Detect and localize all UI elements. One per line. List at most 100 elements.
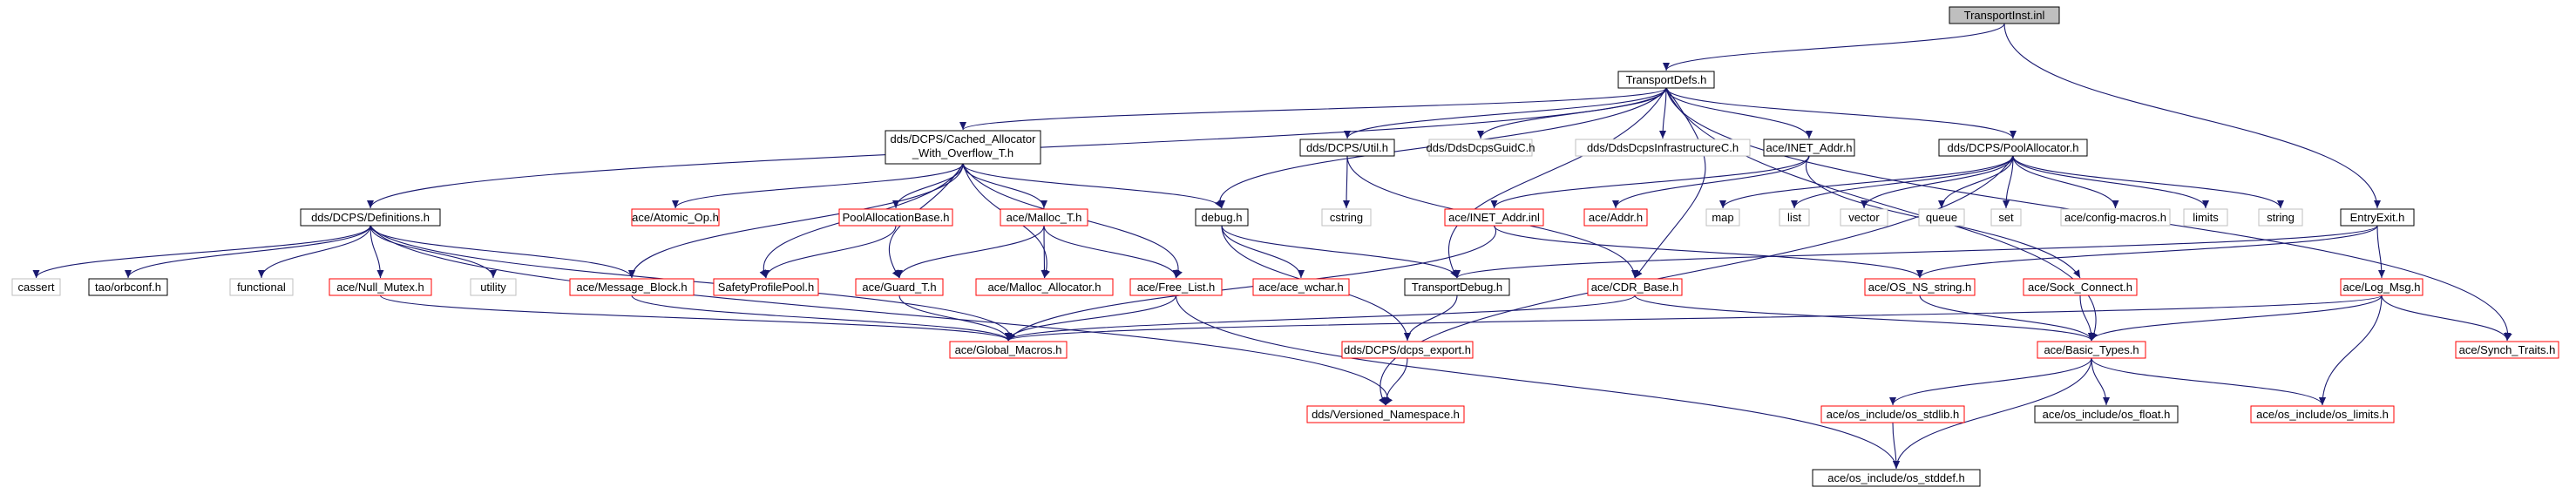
node-aceaddr[interactable]: ace/Addr.h (1583, 208, 1648, 227)
node-root-label: TransportInst.inl (1964, 9, 2045, 22)
node-msgblock-label: ace/Message_Block.h (576, 281, 687, 294)
node-nullmutex[interactable]: ace/Null_Mutex.h (329, 278, 432, 296)
edge-freelist-to-osstddef (1175, 295, 1900, 470)
edge-osstdlib-to-osstddef (1892, 422, 1900, 470)
node-cached[interactable]: dds/DCPS/Cached_Allocator_With_Overflow_… (885, 130, 1041, 165)
node-synchtraits-label: ace/Synch_Traits.h (2459, 343, 2556, 356)
edge-defs-to-poolalloc (1665, 87, 2017, 139)
node-inetaddrinl-box (1444, 208, 1544, 227)
node-orbconf-label: tao/orbconf.h (95, 281, 161, 294)
node-msgblock-box (569, 278, 695, 296)
node-osstdlib[interactable]: ace/os_include/os_stdlib.h (1820, 405, 1965, 423)
node-util[interactable]: dds/DCPS/Util.h (1299, 139, 1395, 157)
edge-debug-to-wchar (1221, 225, 1305, 279)
node-osns[interactable]: ace/OS_NS_string.h (1864, 278, 1976, 296)
edge-poolallocbase-to-safetypool (763, 225, 897, 279)
node-util-label: dds/DCPS/Util.h (1306, 141, 1388, 154)
node-logmsg-box (2340, 278, 2423, 296)
node-guardt-box (855, 278, 944, 296)
node-inetaddr[interactable]: ace/INET_Addr.h (1763, 139, 1855, 157)
node-poolallocbase[interactable]: PoolAllocationBase.h (838, 208, 953, 227)
node-defs-box (1617, 71, 1715, 89)
edge-msgblock-to-globalmacros (631, 295, 1012, 342)
node-inetaddrinl[interactable]: ace/INET_Addr.inl (1444, 208, 1544, 227)
edge-logmsg-to-basictypes (2088, 295, 2383, 342)
node-nullmutex-box (329, 278, 432, 296)
node-entryexit-box (2340, 208, 2415, 227)
edge-poolalloc-to-vector (1861, 155, 2014, 209)
node-mallocalloc[interactable]: ace/Malloc_Allocator.h (975, 278, 1114, 296)
node-map-label: map (1712, 211, 1733, 224)
node-entryexit[interactable]: EntryExit.h (2340, 208, 2415, 227)
node-vector: vector (1840, 208, 1888, 227)
node-basictypes-box (2037, 341, 2146, 359)
edge-malloct-to-mallocalloc (1041, 225, 1048, 279)
node-osstddef-label: ace/os_include/os_stddef.h (1827, 471, 1965, 484)
node-versioned[interactable]: dds/Versioned_Namespace.h (1306, 405, 1465, 423)
node-transportdebug[interactable]: TransportDebug.h (1404, 278, 1510, 296)
node-freelist[interactable]: ace/Free_List.h (1129, 278, 1223, 296)
node-debug[interactable]: debug.h (1195, 208, 1249, 227)
edge-definitions-to-msgblock (369, 225, 635, 279)
edge-definitions-to-orbconf (125, 225, 371, 279)
node-basictypes[interactable]: ace/Basic_Types.h (2037, 341, 2146, 359)
node-poolalloc[interactable]: dds/DCPS/PoolAllocator.h (1938, 139, 2088, 157)
node-nullmutex-label: ace/Null_Mutex.h (336, 281, 424, 294)
node-malloct[interactable]: ace/Malloc_T.h (1000, 208, 1088, 227)
edge-guardt-to-globalmacros (898, 295, 1012, 342)
edge-entryexit-to-osns (1916, 225, 2378, 279)
node-msgblock[interactable]: ace/Message_Block.h (569, 278, 695, 296)
node-definitions[interactable]: dds/DCPS/Definitions.h (300, 208, 441, 227)
node-vector-label: vector (1848, 211, 1880, 224)
node-atomic[interactable]: ace/Atomic_Op.h (631, 208, 720, 227)
node-basictypes-label: ace/Basic_Types.h (2044, 343, 2139, 356)
node-oslimits[interactable]: ace/os_include/os_limits.h (2250, 405, 2395, 423)
edge-malloct-to-freelist (1043, 225, 1180, 279)
edge-freelist-to-globalmacros (1005, 295, 1177, 342)
node-orbconf[interactable]: tao/orbconf.h (88, 278, 168, 296)
node-wchar[interactable]: ace/ace_wchar.h (1252, 278, 1350, 296)
node-sockconnect[interactable]: ace/Sock_Connect.h (2023, 278, 2138, 296)
node-guardt[interactable]: ace/Guard_T.h (855, 278, 944, 296)
node-limits-label: limits (2193, 211, 2219, 224)
node-set: set (1990, 208, 2022, 227)
node-map-box (1705, 208, 1740, 227)
node-wchar-box (1252, 278, 1350, 296)
node-synchtraits[interactable]: ace/Synch_Traits.h (2455, 341, 2559, 359)
node-root[interactable]: TransportInst.inl (1949, 6, 2060, 24)
node-osns-box (1864, 278, 1976, 296)
node-configmacros: ace/config-macros.h (2060, 208, 2171, 227)
node-queue-label: queue (1926, 211, 1957, 224)
node-guidc-label: dds/DdsDcpsGuidC.h (1427, 141, 1535, 154)
node-cdrbase[interactable]: ace/CDR_Base.h (1587, 278, 1683, 296)
node-safetypool-box (713, 278, 819, 296)
node-safetypool[interactable]: SafetyProfilePool.h (713, 278, 819, 296)
node-cassert-label: cassert (18, 281, 55, 294)
edge-osns-to-basictypes (1919, 295, 2095, 342)
node-debug-label: debug.h (1202, 211, 1243, 224)
edge-defs-to-infra (1659, 87, 1667, 139)
node-osstddef[interactable]: ace/os_include/os_stddef.h (1812, 469, 1981, 487)
edge-inetaddrinl-to-osns (1493, 225, 1923, 279)
edge-entryexit-to-transportdebug (1454, 225, 2378, 279)
node-globalmacros-label: ace/Global_Macros.h (955, 343, 1062, 356)
edge-logmsg-to-globalmacros (1005, 295, 2383, 342)
edge-definitions-to-nullmutex (369, 225, 384, 279)
node-atomic-box (631, 208, 720, 227)
node-globalmacros[interactable]: ace/Global_Macros.h (949, 341, 1068, 359)
node-osfloat-box (2034, 405, 2179, 423)
edge-malloct-to-guardt (896, 225, 1045, 279)
node-defs[interactable]: TransportDefs.h (1617, 71, 1715, 89)
node-dcpsexport[interactable]: dds/DCPS/dcps_export.h (1341, 341, 1474, 359)
edge-poolalloc-to-configmacros (2012, 155, 2119, 209)
edges (32, 23, 2512, 470)
edge-defs-to-util (1344, 87, 1667, 139)
node-poolallocbase-box (838, 208, 953, 227)
node-osfloat[interactable]: ace/os_include/os_float.h (2034, 405, 2179, 423)
node-logmsg[interactable]: ace/Log_Msg.h (2340, 278, 2423, 296)
edge-inetaddr-to-aceaddr (1612, 155, 1810, 209)
node-cstring-label: cstring (1330, 211, 1363, 224)
edge-logmsg-to-synchtraits (2381, 295, 2511, 342)
edge-debug-to-transportdebug (1221, 225, 1461, 279)
